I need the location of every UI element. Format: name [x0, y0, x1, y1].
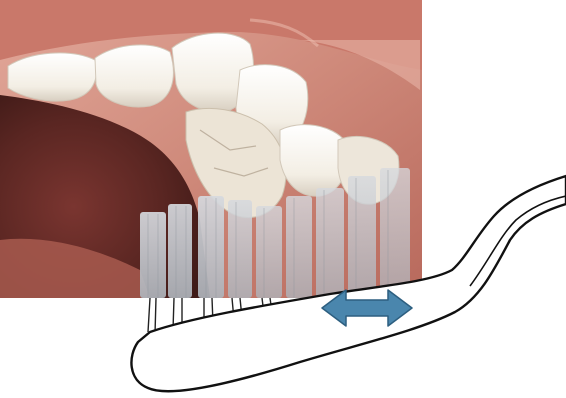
mouth-photo [0, 0, 422, 298]
